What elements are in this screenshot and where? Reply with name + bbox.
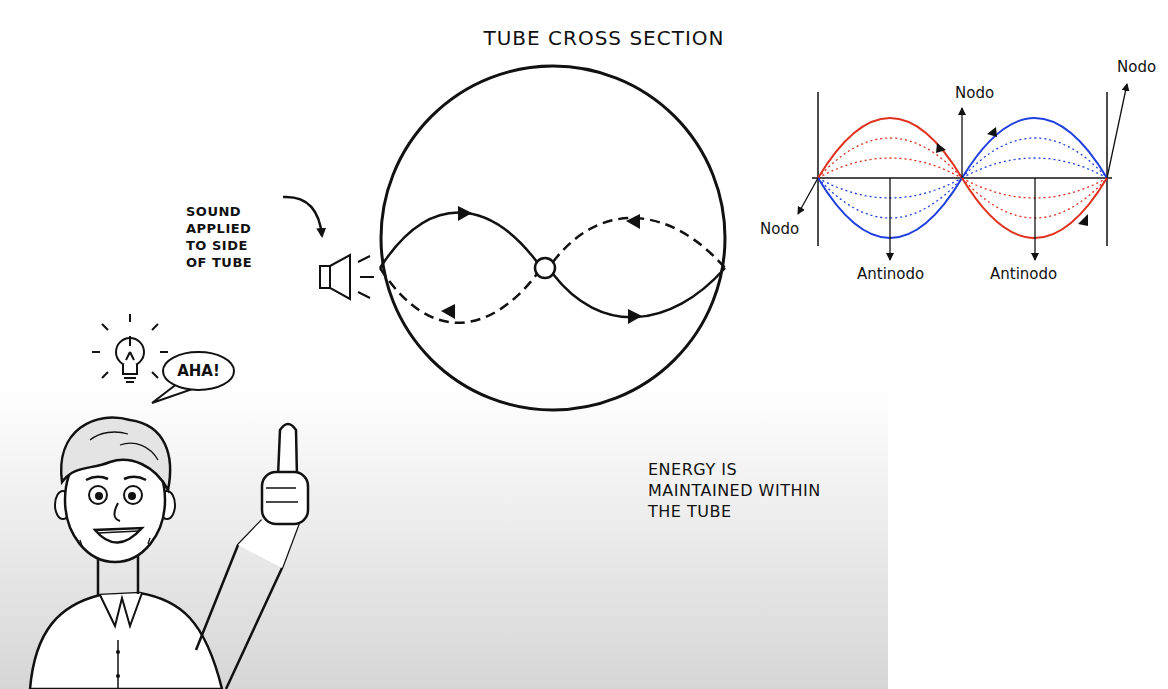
speech-bubble: AHA! bbox=[162, 351, 235, 391]
node-label: Nodo bbox=[1117, 58, 1156, 76]
note-text: ENERGY IS MAINTAINED WITHIN THE TUBE bbox=[648, 460, 823, 522]
node-label: Nodo bbox=[955, 84, 994, 102]
antinode-label: Antinodo bbox=[857, 265, 924, 283]
antinode-label: Antinodo bbox=[990, 265, 1057, 283]
callout-text: SOUND APPLIED TO SIDE OF TUBE bbox=[186, 204, 262, 272]
bubble-text: AHA! bbox=[177, 362, 220, 380]
node-label: Nodo bbox=[760, 220, 799, 238]
title: TUBE CROSS SECTION bbox=[404, 26, 804, 50]
